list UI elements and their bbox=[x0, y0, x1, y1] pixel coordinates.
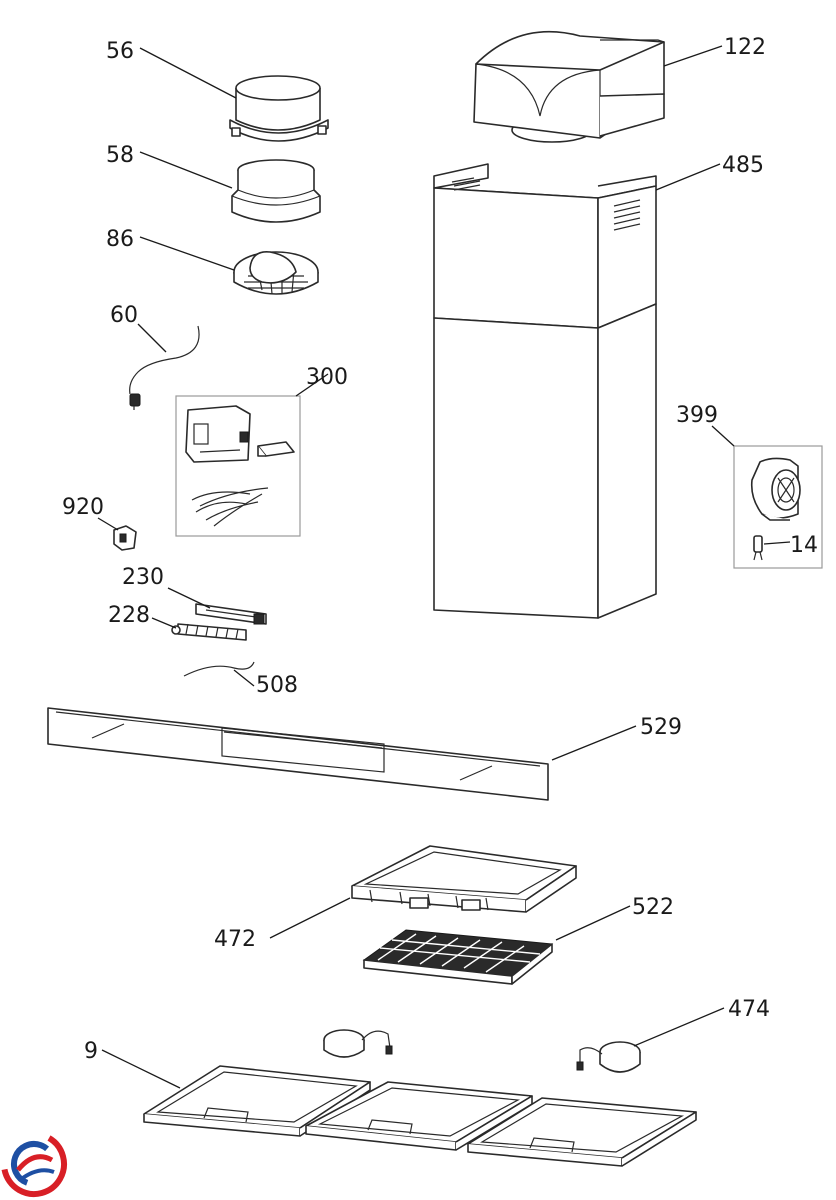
part-9-grease-filter-right bbox=[467, 1097, 697, 1167]
leader-line-920 bbox=[97, 517, 119, 531]
label-399: 399 bbox=[676, 403, 718, 428]
label-60: 60 bbox=[110, 303, 138, 328]
label-529: 529 bbox=[640, 715, 682, 740]
part-14-capacitor bbox=[753, 535, 763, 561]
label-472: 472 bbox=[214, 927, 256, 952]
label-485: 485 bbox=[722, 153, 764, 178]
leader-line-9 bbox=[101, 1049, 181, 1089]
leader-line-300 bbox=[295, 373, 329, 397]
leader-line-472 bbox=[269, 897, 351, 939]
label-474: 474 bbox=[728, 997, 770, 1022]
label-230: 230 bbox=[122, 565, 164, 590]
label-86: 86 bbox=[106, 227, 134, 252]
leader-line-14 bbox=[763, 541, 791, 545]
leader-line-522 bbox=[555, 905, 631, 941]
leader-line-508 bbox=[233, 669, 255, 687]
leader-line-474 bbox=[633, 1007, 725, 1047]
label-508: 508 bbox=[256, 673, 298, 698]
label-228: 228 bbox=[108, 603, 150, 628]
leader-line-399 bbox=[711, 425, 735, 447]
label-56: 56 bbox=[106, 39, 134, 64]
part-474-led-light-left bbox=[323, 1029, 393, 1058]
leader-line-56 bbox=[139, 47, 237, 99]
chimney-vent-slots bbox=[451, 177, 641, 231]
label-300: 300 bbox=[306, 365, 348, 390]
logo-blue-arc bbox=[11, 1141, 57, 1187]
label-522: 522 bbox=[632, 895, 674, 920]
part-920-switch bbox=[113, 525, 137, 551]
part-472-filter-frame bbox=[351, 845, 577, 913]
leader-line-230 bbox=[167, 587, 211, 609]
part-508-cable bbox=[183, 661, 255, 677]
part-56-duct-collar bbox=[229, 75, 329, 142]
leader-line-122 bbox=[663, 45, 723, 67]
part-122-transition-box bbox=[473, 30, 665, 143]
part-300-electronics-kit bbox=[175, 395, 301, 537]
part-485-chimney bbox=[433, 163, 657, 619]
leader-line-60 bbox=[137, 323, 167, 353]
part-9-grease-filter-middle bbox=[305, 1081, 533, 1151]
label-920: 920 bbox=[62, 495, 104, 520]
label-14: 14 bbox=[790, 533, 818, 558]
part-228-button-strip bbox=[171, 623, 247, 641]
leader-line-529 bbox=[551, 725, 637, 761]
part-58-reducer bbox=[231, 159, 321, 223]
label-58: 58 bbox=[106, 143, 134, 168]
label-9: 9 bbox=[84, 1039, 98, 1064]
leader-line-228 bbox=[151, 617, 177, 629]
part-474-led-light-right bbox=[576, 1041, 641, 1073]
part-60-power-cord bbox=[129, 325, 200, 410]
brand-logo bbox=[1, 1131, 67, 1197]
leader-line-485 bbox=[655, 163, 721, 191]
part-522-charcoal-filter bbox=[362, 929, 554, 985]
part-86-backdraft-damper bbox=[233, 251, 319, 295]
leader-line-86 bbox=[139, 236, 235, 271]
label-122: 122 bbox=[724, 35, 766, 60]
part-230-control-board bbox=[195, 603, 267, 625]
part-529-glass-canopy bbox=[47, 707, 549, 801]
part-399-blower-motor bbox=[733, 445, 823, 569]
leader-line-58 bbox=[139, 151, 233, 189]
